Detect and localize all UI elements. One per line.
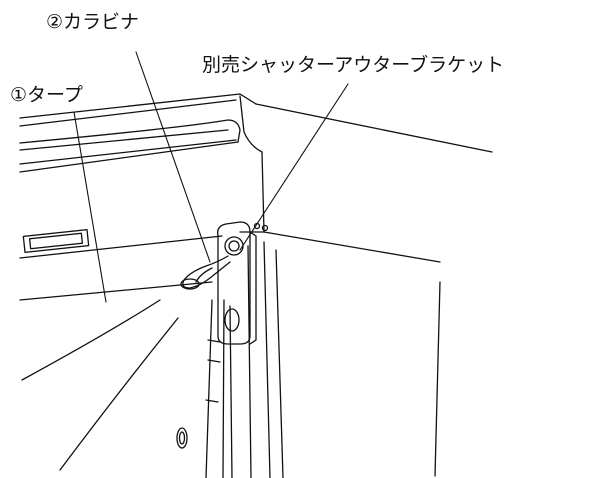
carabiner-label: ②カラビナ — [46, 11, 139, 33]
tarp-edges — [21, 299, 179, 471]
carabiner — [180, 255, 231, 290]
roof-panel — [19, 93, 493, 173]
bracket-leader-line — [239, 83, 349, 251]
door-bolt — [176, 222, 269, 449]
leader-lines — [73, 51, 349, 303]
side-window-slot — [22, 229, 90, 253]
tarp-leader-line — [73, 111, 107, 303]
bracket-label: 別売シャッターアウターブラケット — [202, 53, 504, 76]
rear-corner-body — [19, 151, 441, 478]
tarp-label: ①タープ — [10, 84, 83, 106]
carabiner-leader-line — [135, 51, 211, 263]
